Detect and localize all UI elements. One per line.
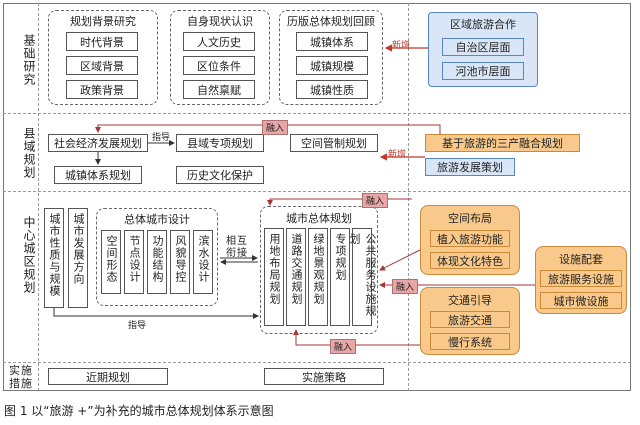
- group-regional-tourism-cooperation-title: 区域旅游合作: [450, 18, 516, 31]
- group-city-master-plan-title: 城市总体规划: [286, 212, 352, 225]
- box-special-plan: 专项规划: [330, 228, 350, 326]
- tag-guide-master: 指导: [128, 321, 147, 331]
- row-label-basic-research: 基础研究: [22, 34, 36, 86]
- item-natural-endowment: 自然禀赋: [183, 80, 255, 99]
- group-traffic-guidance-title: 交通引导: [448, 294, 492, 307]
- tag-merge-facility: 融入: [392, 279, 419, 294]
- tag-new-tourism-plan: 新增: [388, 150, 407, 160]
- box-short-term-plan: 近期规划: [48, 368, 168, 385]
- item-humanities-history: 人文历史: [183, 32, 255, 51]
- box-node-design-label: 节点设计: [128, 235, 141, 283]
- row-separator: [3, 362, 631, 363]
- box-land-use-plan-label: 用地布局规划: [268, 233, 281, 305]
- row-label-county-planning: 县域规划: [22, 127, 36, 179]
- item-regional-background: 区域背景: [66, 56, 138, 75]
- box-spatial-form-label: 空间形态: [105, 235, 118, 283]
- box-function-structure: 功能结构: [147, 230, 167, 294]
- group-urban-design-title: 总体城市设计: [124, 213, 190, 226]
- box-road-traffic-plan-label: 道路交通规划: [290, 233, 303, 305]
- box-historical-cultural-protection: 历史文化保护: [176, 166, 264, 184]
- box-waterfront-design: 滨水设计: [193, 230, 213, 294]
- row-label-implementation: 实施措施: [9, 364, 33, 390]
- box-land-use-plan: 用地布局规划: [264, 228, 284, 326]
- box-green-landscape-plan: 绿地景观规划: [308, 228, 328, 326]
- box-special-plan-label: 专项规划: [334, 233, 347, 281]
- item-autonomous-region-level: 自治区层面: [442, 38, 524, 56]
- arrow-guide-master: [53, 308, 259, 319]
- group-background-research-title: 规划背景研究: [70, 15, 136, 28]
- box-city-development-direction-label: 城市发展方向: [72, 213, 85, 285]
- box-waterfront-design-label: 滨水设计: [197, 235, 210, 283]
- label-column-separator: [38, 3, 39, 391]
- box-socioeconomic-plan: 社会经济发展规划: [48, 134, 148, 152]
- group-self-status-title: 自身现状认识: [187, 15, 253, 28]
- item-era-background: 时代背景: [66, 32, 138, 51]
- group-urban-design: [96, 208, 218, 306]
- row-label-central-city-planning: 中心城区规划: [22, 216, 36, 294]
- right-column-separator: [408, 3, 409, 391]
- group-background-research: [48, 10, 158, 105]
- item-slow-traffic-system: 慢行系统: [430, 333, 510, 350]
- group-master-plan-review: [279, 10, 383, 105]
- group-self-status: [170, 10, 270, 105]
- item-reflect-cultural-features: 体现文化特色: [430, 252, 510, 269]
- group-facility-support-title: 设施配套: [559, 253, 603, 266]
- item-town-system: 城镇体系: [296, 32, 368, 51]
- box-tourism-integration-plan: 基于旅游的三产融合规划: [425, 134, 580, 152]
- arrow-traffic-master: [293, 329, 420, 346]
- box-implementation-strategy: 实施策略: [264, 368, 384, 385]
- label-mutual-connection: 相互衔接: [226, 236, 248, 259]
- box-city-development-direction: 城市发展方向: [68, 208, 88, 308]
- row-separator: [3, 191, 631, 192]
- item-policy-background: 政策背景: [66, 80, 138, 99]
- box-public-service-plan-label: 公共服务设施规划: [348, 233, 377, 317]
- box-function-structure-label: 功能结构: [151, 235, 164, 283]
- item-hechi-city-level: 河池市层面: [442, 62, 524, 80]
- group-master-plan-review-title: 历版总体规划回顾: [287, 15, 375, 28]
- diagram-frame: [3, 3, 631, 391]
- box-town-system-plan: 城镇体系规划: [54, 166, 142, 184]
- item-town-nature: 城镇性质: [296, 80, 368, 99]
- item-tourism-traffic: 旅游交通: [430, 311, 510, 328]
- box-city-nature-scale-label: 城市性质与规模: [48, 213, 61, 297]
- item-tourism-service-facilities: 旅游服务设施: [540, 270, 622, 287]
- box-node-design: 节点设计: [124, 230, 144, 294]
- box-green-landscape-plan-label: 绿地景观规划: [312, 233, 325, 305]
- box-road-traffic-plan: 道路交通规划: [286, 228, 306, 326]
- row-separator: [3, 113, 631, 114]
- box-style-guidance: 风貌导控: [170, 230, 190, 294]
- box-county-special-plan: 县域专项规划: [176, 134, 264, 152]
- figure-caption: 图 1 以“旅游 +”为补充的城市总体规划体系示意图: [4, 404, 274, 418]
- group-spatial-layout-title: 空间布局: [448, 212, 492, 225]
- box-spatial-control-plan: 空间管制规划: [290, 134, 378, 152]
- box-spatial-form: 空间形态: [101, 230, 121, 294]
- tag-new-region: 新增: [392, 41, 411, 51]
- item-location-conditions: 区位条件: [183, 56, 255, 75]
- box-public-service-plan: 公共服务设施规划: [348, 228, 377, 326]
- box-tourism-development-plan: 旅游发展策划: [425, 158, 515, 176]
- arrow-layout-master: [379, 249, 421, 271]
- tag-merge-econ: 融入: [262, 120, 289, 135]
- arrow-merge-master-top: [267, 198, 412, 206]
- item-town-scale: 城镇规模: [296, 56, 368, 75]
- item-embed-tourism-function: 植入旅游功能: [430, 230, 510, 247]
- item-urban-micro-facilities: 城市微设施: [540, 292, 622, 309]
- group-city-master-plan: [260, 206, 378, 334]
- box-city-nature-scale: 城市性质与规模: [44, 208, 64, 308]
- box-style-guidance-label: 风貌导控: [174, 235, 187, 283]
- tag-merge-master-top: 融入: [362, 193, 389, 208]
- tag-guide-county: 指导: [152, 133, 171, 143]
- tag-merge-traffic: 融入: [330, 339, 357, 354]
